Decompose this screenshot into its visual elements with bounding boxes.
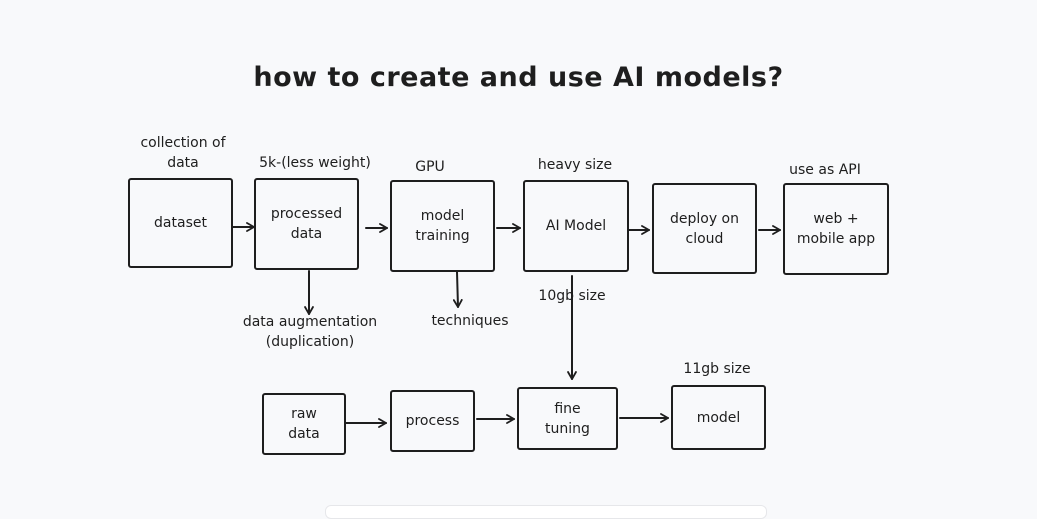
node-model-training[interactable]: model training [390,180,495,272]
arrow-training-to-techniques [452,271,463,308]
label-gpu: GPU [415,159,445,175]
diagram-title: how to create and use AI models? [253,62,784,93]
node-web-mobile-app[interactable]: web + mobile app [783,183,889,275]
bottom-toolbar [325,505,767,519]
node-dataset[interactable]: dataset [128,178,233,268]
node-raw-data[interactable]: raw data [262,393,346,455]
node-model[interactable]: model [671,385,766,450]
node-fine-tuning[interactable]: fine tuning [517,387,618,450]
label-11gb-size: 11gb size [683,361,751,377]
label-10gb-size: 10gb size [538,288,606,304]
label-data-augmentation: data augmentation (duplication) [242,314,378,350]
node-processed-data[interactable]: processed data [254,178,359,270]
label-less-weight: 5k-(less weight) [259,155,371,171]
node-deploy-cloud[interactable]: deploy on cloud [652,183,757,274]
label-heavy-size: heavy size [537,157,613,173]
label-collection-of-data: collection of data [140,135,226,171]
label-techniques: techniques [431,313,509,329]
label-use-as-api: use as API [789,162,861,178]
node-ai-model[interactable]: AI Model [523,180,629,272]
node-process[interactable]: process [390,390,475,452]
